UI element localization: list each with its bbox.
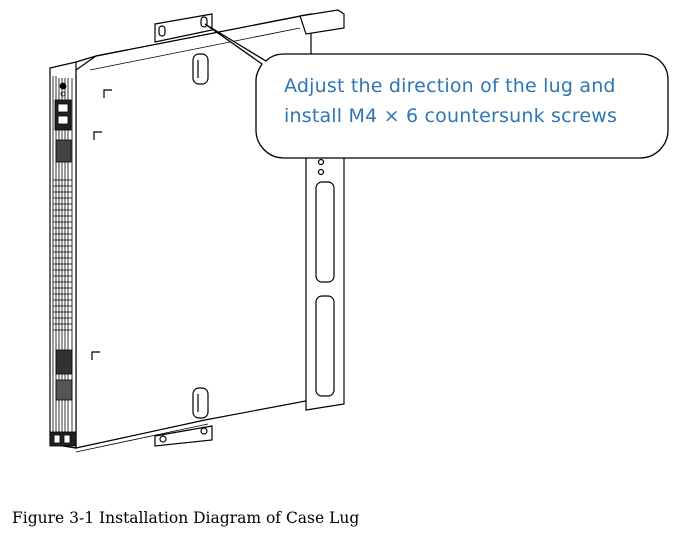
side-lug [305,133,345,411]
top-lug [154,9,345,43]
side-panel-handles [192,53,209,419]
callout-bubble [204,23,669,159]
callout-line-2: install M4 × 6 countersunk screws [284,105,618,127]
callout-text: Adjust the direction of the lug and inst… [284,71,664,131]
callout-line-1: Adjust the direction of the lug and [284,75,616,97]
figure-caption: Figure 3-1 Installation Diagram of Case … [12,509,360,527]
bottom-lug [154,425,213,447]
front-panel-details [49,76,77,447]
side-panel-marks [91,89,112,360]
